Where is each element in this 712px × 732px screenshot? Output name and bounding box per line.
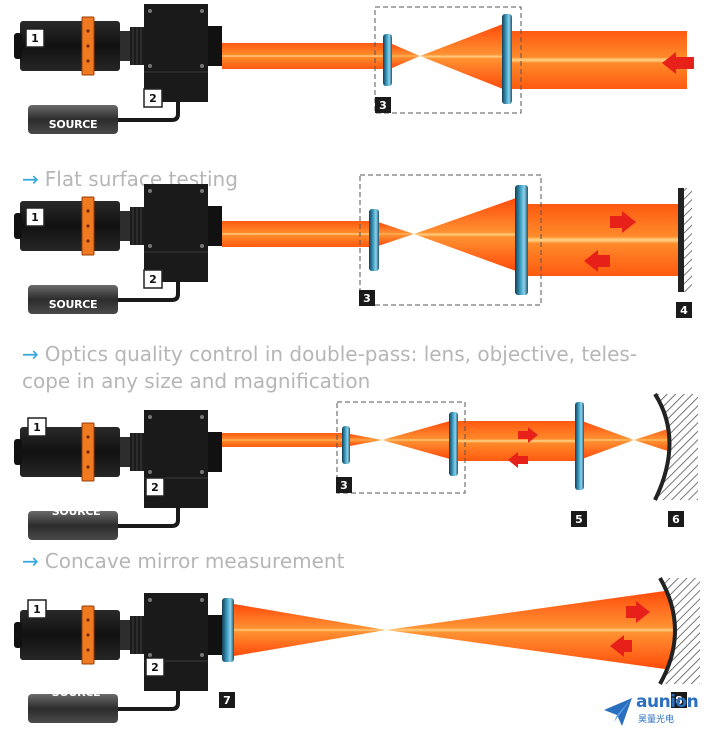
label-box [571,511,587,527]
collimator-box [374,6,522,114]
heading-text: Optics quality control in double-pass: l… [44,342,638,366]
paper-plane-logo-icon [604,698,632,726]
beam-cone [382,421,450,459]
setup-row-flat-surface: 1 2 3 4 SOURCE [12,174,692,318]
source-label: SOURCE [52,686,100,699]
label-3: 3 [363,292,371,305]
label-box [375,97,391,113]
label-3: 3 [379,99,387,112]
forward-arrow-icon [626,601,650,623]
lens [502,14,512,104]
lens [369,209,379,271]
label-4: 4 [680,304,688,317]
brand-logo: aunion 昊量光电 [602,692,706,728]
label-2: 2 [149,92,157,105]
collimated-beam [222,43,386,69]
mirror-hatch [684,188,692,292]
label-box [668,511,684,527]
heading-text: cope in any size and magnification [22,369,371,393]
label-box [145,477,165,497]
concave-mirror [660,578,700,684]
collimated-beam [222,433,342,447]
logo-subtext: 昊量光电 [638,715,675,725]
collimator-box [359,174,542,306]
label-box [676,302,692,318]
arrow-right-icon: → [22,342,39,366]
label-2: 2 [151,481,159,494]
label-5: 5 [575,513,583,526]
beam-cone [234,604,386,656]
beam-cone [414,198,516,271]
setup-row-double-pass: 1 2 3 5 6 SOURCE [12,392,698,542]
label-box [27,599,47,619]
label-1: 1 [31,211,39,224]
heading-text: Concave mirror measurement [44,549,345,573]
reflected-arrow-icon [662,52,694,74]
beam-cone [350,434,382,446]
beam-cone [392,44,420,68]
setup-row-autocollimation: 1 2 3 SOURCE [12,2,694,136]
mirror-surface [658,577,677,685]
lens [222,598,234,662]
label-1: 1 [33,603,41,616]
section-heading-double-pass: →Optics quality control in double-pass: … [22,341,637,368]
test-lens [575,402,584,490]
label-2: 2 [151,661,159,674]
forward-arrow-icon [610,211,636,233]
arrow-right-icon: → [22,167,39,191]
reflected-arrow-icon [508,452,528,468]
label-8: 8 [675,694,683,707]
flat-mirror [678,188,684,292]
mirror-surface [653,392,672,501]
setup-row-concave-mirror: 1 2 7 8 SOURCE [12,577,700,725]
forward-arrow-icon [518,427,538,443]
label-box [25,207,45,227]
label-box [143,269,163,289]
lens [449,412,458,476]
source-label: SOURCE [52,505,100,518]
label-box [336,477,352,493]
reflected-arrow-icon [610,635,632,657]
label-box [145,657,165,677]
label-3: 3 [340,479,348,492]
beam-cone [420,24,503,89]
label-1: 1 [31,32,39,45]
label-box [27,417,47,437]
logo-text: aunion [636,692,699,712]
arrow-right-icon: → [22,549,39,573]
label-box [143,88,163,108]
label-box [359,290,375,306]
lens [383,34,392,86]
lens [342,426,350,464]
beam-cone [386,590,680,670]
label-box [219,692,235,708]
label-1: 1 [33,421,41,434]
label-2: 2 [149,273,157,286]
label-box [671,692,687,708]
label-6: 6 [672,513,680,526]
label-box [25,28,45,48]
section-heading-double-pass-line2: cope in any size and magnification [22,368,370,395]
collimated-beam [222,221,370,247]
reflected-arrow-icon [584,250,610,272]
source-label: SOURCE [49,298,97,311]
beam-cone [378,222,414,246]
collimated-beam [512,31,687,89]
source-label: SOURCE [49,118,97,131]
collimator-box [336,401,466,494]
section-heading-concave-mirror: →Concave mirror measurement [22,548,344,575]
label-7: 7 [223,694,231,707]
beam-cone [582,421,634,459]
lens [515,185,528,295]
